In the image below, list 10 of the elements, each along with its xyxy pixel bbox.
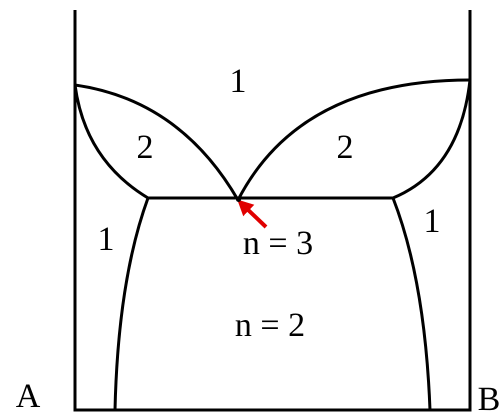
phase-count: 2 <box>336 131 354 165</box>
phase-count: 1 <box>98 223 114 257</box>
axis-label: B <box>478 383 500 414</box>
region-label: n = 3 <box>242 227 314 261</box>
phase-count: 1 <box>424 205 440 239</box>
region-label: n = 2 <box>234 309 306 343</box>
phase-count: 1 <box>230 65 246 99</box>
axis-label: A <box>16 380 40 414</box>
leader-arrow <box>237 199 268 228</box>
phase-count: 2 <box>136 131 154 165</box>
